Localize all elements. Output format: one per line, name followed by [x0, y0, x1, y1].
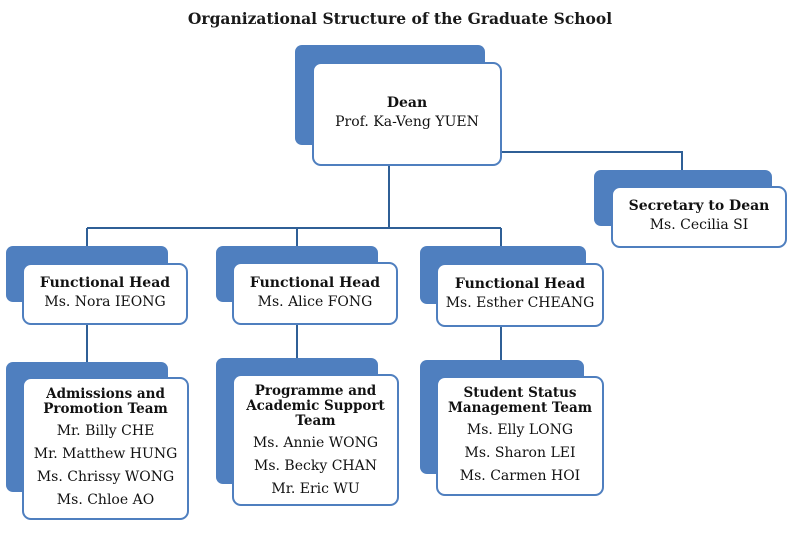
team-role-line: Promotion Team — [43, 401, 168, 417]
team-member: Ms. Chloe AO — [56, 492, 155, 508]
team-member: Ms. Carmen HOI — [459, 468, 581, 484]
head-name: Ms. Alice FONG — [257, 293, 373, 310]
team-member: Ms. Elly LONG — [466, 422, 574, 438]
team-box-1: Admissions and Promotion Team Mr. Billy … — [22, 377, 189, 520]
head-role: Functional Head — [454, 276, 586, 292]
team-role: Admissions and Promotion Team — [43, 387, 168, 417]
secretary-role: Secretary to Dean — [628, 198, 770, 214]
head-box-3: Functional Head Ms. Esther CHEANG — [436, 263, 604, 327]
team-member: Mr. Matthew HUNG — [33, 446, 178, 462]
team-box-2: Programme and Academic Support Team Ms. … — [232, 374, 399, 506]
team-role-line: Team — [295, 413, 336, 429]
head-name: Ms. Nora IEONG — [44, 294, 166, 310]
team-member: Ms. Chrissy WONG — [36, 469, 175, 485]
dean-name: Prof. Ka-Veng YUEN — [335, 114, 479, 130]
chart-title: Organizational Structure of the Graduate… — [187, 9, 613, 28]
head-box-1: Functional Head Ms. Nora IEONG — [22, 263, 188, 325]
team-role-line: Student Status — [463, 385, 577, 401]
team-role-line: Management Team — [447, 400, 593, 416]
team-box-3: Student Status Management Team Ms. Elly … — [436, 376, 604, 496]
team-member: Ms. Becky CHAN — [254, 458, 377, 474]
team-member: Mr. Eric WU — [271, 481, 360, 497]
head-role: Functional Head — [39, 275, 171, 291]
team-member: Ms. Annie WONG — [252, 435, 379, 451]
head-box-2: Functional Head Ms. Alice FONG — [232, 262, 398, 325]
dean-box: Dean Prof. Ka-Veng YUEN — [312, 62, 502, 166]
dean-role: Dean — [386, 95, 428, 111]
head-role: Functional Head — [249, 274, 381, 291]
secretary-box: Secretary to Dean Ms. Cecilia SI — [611, 186, 787, 248]
team-member: Mr. Billy CHE — [56, 423, 155, 439]
head-name: Ms. Esther CHEANG — [445, 295, 595, 311]
team-role: Programme and Academic Support Team — [246, 384, 385, 429]
team-member: Ms. Sharon LEI — [464, 445, 576, 461]
team-role-line: Programme and — [254, 383, 377, 399]
team-role-line: Admissions and — [46, 386, 165, 402]
team-role: Student Status Management Team — [448, 386, 592, 416]
secretary-name: Ms. Cecilia SI — [649, 217, 749, 233]
team-role-line: Academic Support — [246, 398, 385, 414]
